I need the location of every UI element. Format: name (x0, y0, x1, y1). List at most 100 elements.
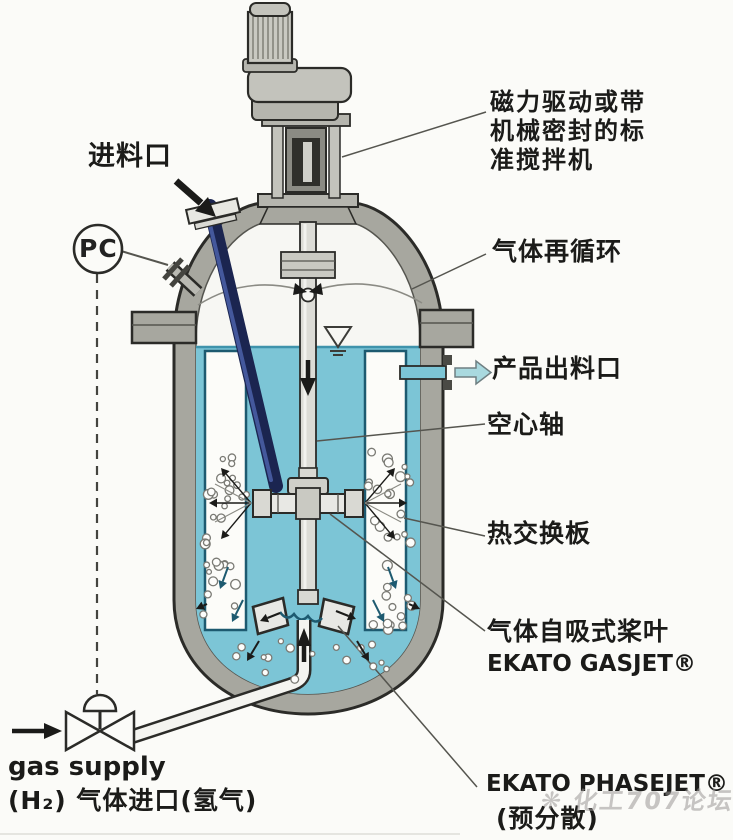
flow-arrowhead-icon (231, 612, 240, 622)
bubble-icon (309, 650, 316, 657)
pc-leader-line (120, 250, 169, 266)
leader-lines (316, 111, 487, 788)
spray-line (364, 483, 402, 504)
bubble-icon (232, 651, 241, 661)
pressure-tap-nozzle (162, 257, 203, 297)
spray-line (214, 483, 252, 504)
flow-arrowhead-icon (260, 613, 270, 623)
product-outlet-nozzle (399, 355, 493, 390)
bubble-icon (382, 582, 392, 592)
feed-dip-tube (184, 197, 283, 493)
label-gasjet-cn: 气体自吸式桨叶 (487, 617, 670, 646)
flow-arrowhead-icon (386, 529, 395, 539)
flow-arrow-icon (267, 611, 281, 620)
bubble-icon (381, 559, 393, 572)
label-gas-supply-cn: (H₂) 气体进口(氢气) (8, 786, 258, 815)
bubble-icon (332, 643, 340, 651)
snowflake-icon: ❋ (539, 787, 566, 815)
shaft-bushing (280, 251, 336, 279)
gearbox (246, 66, 353, 104)
bubble-icon (394, 471, 406, 483)
bottom-edge-line (0, 833, 460, 835)
bubble-icon (219, 455, 226, 463)
bubble-icon (381, 590, 392, 601)
bubble-icon (383, 665, 390, 673)
label-phasejet: EKATO PHASEJET® (预分散) (486, 771, 728, 834)
flow-arrow-icon (250, 640, 260, 655)
bubble-icon (228, 459, 236, 468)
flow-arrowhead-icon (361, 651, 369, 661)
lantern-leg (271, 123, 284, 199)
flow-arrow-icon (372, 599, 382, 616)
lantern-leg (328, 123, 341, 199)
flow-arrowhead-icon (221, 529, 230, 539)
flow-arrow-icon (225, 473, 252, 504)
bubble-icon (233, 481, 241, 490)
bubble-icon (230, 602, 239, 610)
bubble-icon (237, 642, 246, 652)
label-drive-line1: 磁力驱动或带 (490, 88, 646, 116)
bubble-icon (363, 481, 373, 491)
flow-arrowhead-icon (346, 611, 356, 621)
support-lugs (130, 308, 475, 349)
spray-line (214, 502, 252, 523)
flow-arrowhead-icon (218, 579, 227, 589)
label-pc: PC (79, 234, 118, 263)
flow-arrow-icon (225, 502, 252, 534)
gas-supply-arrow-icon (12, 723, 62, 739)
label-gasjet: 气体自吸式桨叶 EKATO GASJET® (487, 617, 696, 678)
bubble-icon (383, 457, 394, 468)
bubble-icon (369, 662, 378, 671)
bubble-icon (221, 502, 228, 510)
pc-instrument (72, 223, 124, 275)
bubble-icon (216, 513, 226, 523)
label-phasejet-brand: EKATO PHASEJET® (486, 771, 728, 797)
bubble-icon (404, 473, 411, 480)
outlet-arrow-icon (454, 359, 493, 386)
label-gasjet-brand: EKATO GASJET® (487, 650, 696, 677)
bubble-icon (203, 561, 211, 569)
flow-arrowhead-icon (386, 468, 395, 478)
bubble-icon (405, 537, 416, 548)
bubble-icon (290, 674, 300, 684)
flow-arrowhead-icon (209, 498, 217, 508)
valve-actuator-icon (82, 693, 118, 713)
liquid-level-icon (323, 326, 353, 356)
bubble-icon (211, 557, 221, 567)
flow-arrow-icon (364, 473, 391, 504)
bubble-icon (208, 576, 219, 587)
gas-recirculation-arcs (197, 283, 423, 306)
bubble-icon (368, 619, 379, 630)
label-gas-recirculation: 气体再循环 (492, 237, 623, 266)
feed-inlet-arrow-icon (173, 178, 216, 217)
bubble-icon (398, 621, 408, 631)
bubble-icon (401, 530, 408, 538)
bubble-icon (367, 640, 377, 649)
label-drive-line3: 准搅拌机 (490, 146, 594, 174)
flow-arrow-icon (364, 502, 391, 534)
bubbles-and-spray (196, 447, 420, 684)
agitator-drive (242, 2, 359, 225)
flow-arrow-icon (221, 566, 229, 582)
bubble-icon (342, 655, 352, 665)
flow-arrowhead-icon (247, 651, 255, 661)
bubble-icon (226, 562, 235, 571)
bubble-icon (367, 447, 377, 457)
bubble-icon (209, 513, 217, 521)
label-drive-line2: 机械密封的标 (490, 117, 646, 145)
label-hollow-shaft: 空心轴 (487, 410, 566, 439)
control-valve (64, 693, 136, 753)
bubble-icon (277, 638, 285, 645)
flow-arrowhead-icon (410, 601, 420, 610)
motor-cap (249, 2, 291, 17)
flow-arrowhead-icon (399, 498, 407, 508)
flow-arrow-icon (234, 599, 244, 616)
bubble-icon (285, 643, 295, 653)
bubble-icon (202, 538, 211, 547)
flow-arrowhead-icon (376, 612, 385, 622)
bubble-icon (230, 578, 241, 590)
bubble-icon (260, 654, 267, 661)
bubble-icon (223, 479, 231, 487)
